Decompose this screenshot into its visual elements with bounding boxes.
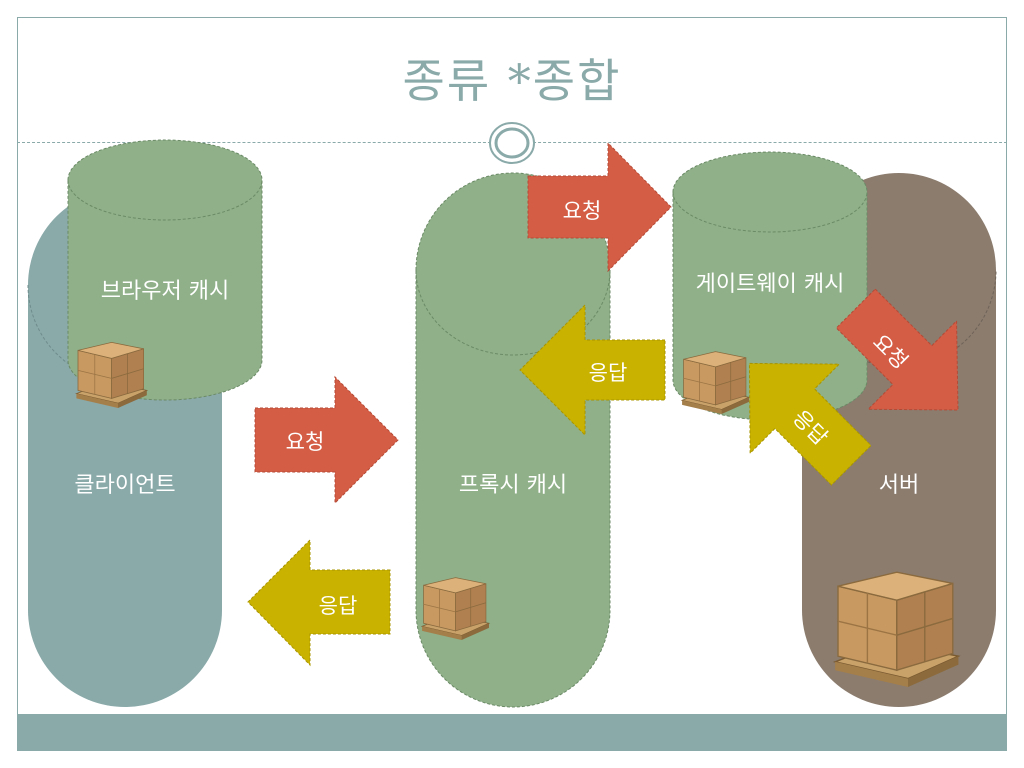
response-arrow-to-gateway [748,362,872,486]
slide-title: 종류 *종합 [402,54,622,108]
package-pallet-icon [681,351,750,415]
request-arrow-to-proxy [254,375,399,505]
client-label: 클라이언트 [74,473,176,498]
server-label: 서버 [878,473,920,498]
response-arrow-to-client [247,538,391,667]
response-to-client-label: 응답 [318,594,358,618]
package-pallet-icon [421,577,490,641]
request-arrow-to-gateway [527,141,672,273]
proxy-cache-cylinder [415,172,611,708]
request-to-proxy-label: 요청 [285,430,325,454]
response-to-proxy-label: 응답 [588,361,628,385]
request-to-gateway-label: 요청 [562,199,602,223]
package-pallet-icon [834,571,960,688]
proxy-cache-label: 프록시 캐시 [458,473,568,498]
package-pallet-icon [75,341,148,409]
browser-cache-label: 브라우저 캐시 [100,279,230,304]
gateway-cache-label: 게이트웨이 캐시 [695,272,845,297]
response-arrow-to-proxy [519,303,666,437]
ring-icon [489,122,535,164]
bottom-band [17,714,1007,751]
request-arrow-to-server [835,288,959,411]
